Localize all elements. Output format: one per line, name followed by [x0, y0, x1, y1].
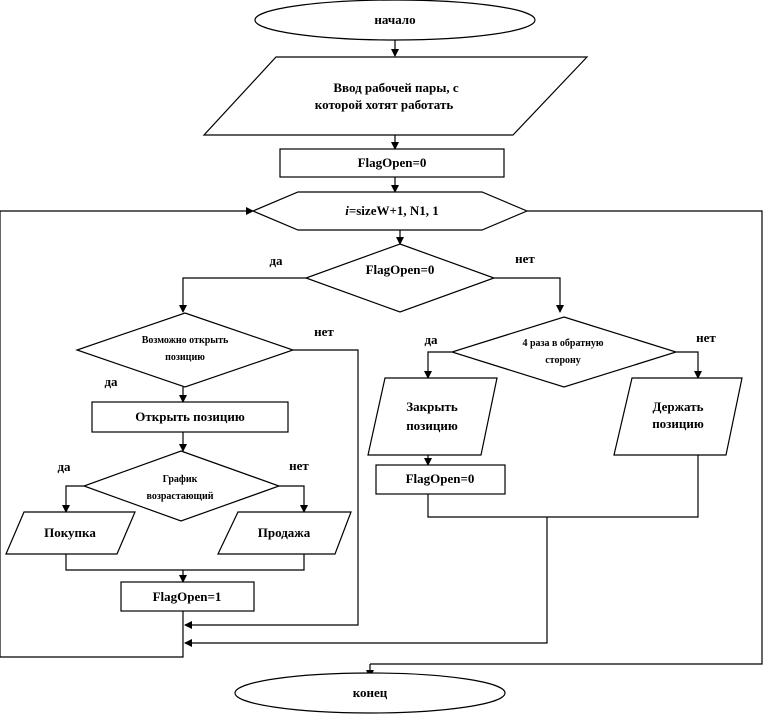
- trend-decision: График возрастающий: [82, 450, 281, 522]
- check-flag-decision: FlagOpen=0: [304, 243, 496, 313]
- svg-text:начало: начало: [374, 12, 415, 27]
- check-yes-label: да: [269, 253, 283, 268]
- can-open-no-label: нет: [314, 324, 334, 339]
- svg-text:которой хотят работать: которой хотят работать: [315, 97, 454, 112]
- buy-parallelogram: Покупка: [5, 511, 136, 555]
- sell-parallelogram: Продажа: [217, 511, 352, 555]
- svg-text:Держать: Держать: [653, 399, 704, 414]
- init-flag-process: FlagOpen=0: [279, 148, 505, 178]
- trend-yes-label: да: [57, 459, 71, 474]
- input-parallelogram: Ввод рабочей пары, с которой хотят работ…: [202, 56, 589, 136]
- svg-text:возрастающий: возрастающий: [147, 491, 214, 502]
- svg-text:Покупка: Покупка: [44, 525, 96, 540]
- close-position-parallelogram: Закрыть позицию: [367, 377, 498, 456]
- svg-text:конец: конец: [353, 685, 388, 700]
- trend-no-label: нет: [289, 458, 309, 473]
- svg-text:FlagOpen=0: FlagOpen=0: [358, 155, 427, 170]
- svg-text:позицию: позицию: [165, 352, 205, 363]
- svg-text:Возможно открыть: Возможно открыть: [142, 335, 229, 346]
- svg-text:Закрыть: Закрыть: [406, 399, 458, 414]
- svg-text:FlagOpen=0: FlagOpen=0: [366, 262, 435, 277]
- svg-text:Ввод рабочей пары, с: Ввод рабочей пары, с: [333, 80, 458, 95]
- reverse-yes-label: да: [424, 332, 438, 347]
- svg-text:График: График: [163, 474, 198, 485]
- open-position-process: Открыть позицию: [91, 401, 289, 433]
- svg-text:FlagOpen=0: FlagOpen=0: [406, 471, 475, 486]
- reverse-decision: 4 раза в обратную сторону: [449, 316, 679, 388]
- svg-text:i=sizeW+1, N1, 1: i=sizeW+1, N1, 1: [345, 203, 439, 218]
- can-open-yes-label: да: [104, 374, 118, 389]
- svg-text:FlagOpen=1: FlagOpen=1: [153, 589, 222, 604]
- reverse-no-label: нет: [696, 330, 716, 345]
- check-no-label: нет: [515, 251, 535, 266]
- svg-text:Продажа: Продажа: [258, 525, 311, 540]
- connectors: [0, 40, 763, 678]
- svg-text:Открыть позицию: Открыть позицию: [135, 409, 245, 424]
- svg-text:4 раза в обратную: 4 раза в обратную: [522, 338, 603, 349]
- svg-text:сторону: сторону: [545, 355, 581, 366]
- start-terminator: начало: [254, 0, 536, 41]
- can-open-decision: Возможно открыть позицию: [75, 312, 295, 388]
- reset-flag-process: FlagOpen=0: [375, 464, 506, 495]
- end-terminator: конец: [234, 672, 506, 714]
- svg-text:позицию: позицию: [406, 418, 458, 433]
- hold-position-parallelogram: Держать позицию: [613, 377, 743, 456]
- branch-labels: да нет нет да да нет да нет: [57, 251, 716, 474]
- svg-text:позицию: позицию: [652, 416, 704, 431]
- set-flag-process: FlagOpen=1: [120, 581, 255, 612]
- loop-hexagon: i=sizeW+1, N1, 1: [251, 191, 529, 231]
